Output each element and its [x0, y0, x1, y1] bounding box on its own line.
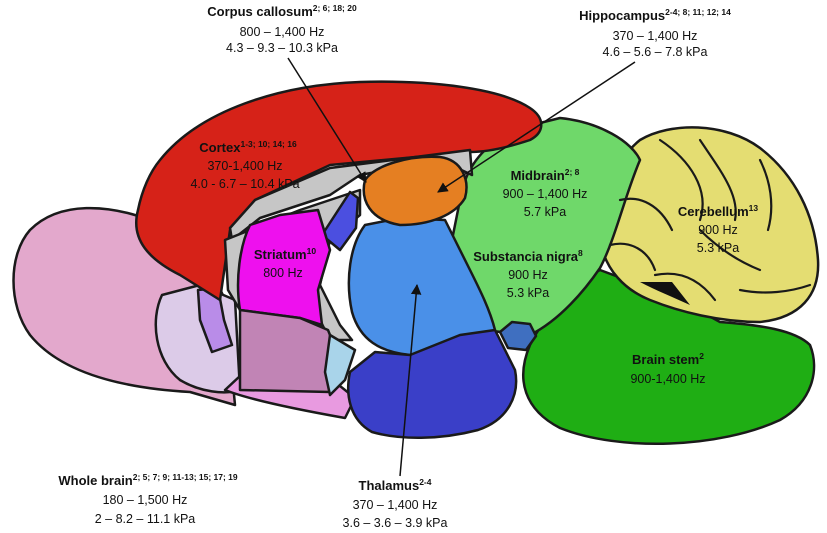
cerebellum-folds — [608, 138, 812, 302]
whole-brain-name: Whole brain — [58, 473, 132, 488]
brain-stem-refs: 2 — [699, 351, 704, 361]
cerebellum-shadow — [640, 282, 690, 305]
brain-stem-frequency: 900-1,400 Hz — [630, 372, 705, 386]
corpus-callosum-stiffness: 4.3 – 9.3 – 10.3 kPa — [226, 41, 338, 55]
substancia-nigra-stiffness: 5.3 kPa — [507, 286, 549, 300]
cortex-label: Cortex1-3; 10; 14; 16 370-1,400 Hz 4.0 -… — [190, 139, 299, 191]
svg-text:Thalamus2-4: Thalamus2-4 — [359, 477, 432, 493]
svg-text:Cerebellum13: Cerebellum13 — [678, 203, 759, 219]
striatum-name: Striatum — [254, 247, 307, 262]
striatum-label: Striatum10 800 Hz — [254, 246, 316, 280]
substancia-nigra-region — [498, 320, 538, 352]
substancia-nigra-label: Substancia nigra8 900 Hz 5.3 kPa — [473, 248, 583, 300]
septum-region — [320, 190, 360, 252]
corpus-callosum-frequency: 800 – 1,400 Hz — [240, 25, 325, 39]
hippocampus-label: Hippocampus2-4; 8; 11; 12; 14 370 – 1,40… — [579, 7, 731, 59]
svg-text:Cortex1-3; 10; 14; 16: Cortex1-3; 10; 14; 16 — [199, 139, 297, 155]
hippocampus-stiffness: 4.6 – 5.6 – 7.8 kPa — [603, 45, 708, 59]
cerebellum-refs: 13 — [749, 203, 759, 213]
corpus-callosum-refs: 2; 6; 18; 20 — [313, 3, 357, 13]
midbrain-label: Midbrain2; 8 900 – 1,400 Hz 5.7 kPa — [503, 167, 588, 219]
hippocampus-name: Hippocampus — [579, 8, 665, 23]
cortex-frequency: 370-1,400 Hz — [207, 159, 282, 173]
svg-text:Striatum10: Striatum10 — [254, 246, 316, 262]
cerebellum-name: Cerebellum — [678, 204, 749, 219]
cortex-name: Cortex — [199, 140, 241, 155]
midbrain-stiffness: 5.7 kPa — [524, 205, 566, 219]
cerebellum-frequency: 900 Hz — [698, 223, 738, 237]
whole-brain-refs: 2; 5; 7; 9; 11-13; 15; 17; 19 — [133, 472, 238, 482]
brain-stem-label: Brain stem2 900-1,400 Hz — [630, 351, 705, 386]
thalamus-refs: 2-4 — [419, 477, 432, 487]
thalamus-name: Thalamus — [359, 478, 420, 493]
cerebellum-stiffness: 5.3 kPa — [697, 241, 739, 255]
hippocampus-frequency: 370 – 1,400 Hz — [613, 29, 698, 43]
hippocampus-refs: 2-4; 8; 11; 12; 14 — [665, 7, 731, 17]
substancia-nigra-refs: 8 — [578, 248, 583, 258]
striatum-region — [236, 208, 332, 327]
brain-stem-name: Brain stem — [632, 352, 699, 367]
whole-brain-frequency: 180 – 1,500 Hz — [103, 493, 188, 507]
svg-text:Midbrain2; 8: Midbrain2; 8 — [511, 167, 580, 183]
svg-text:Brain stem2: Brain stem2 — [632, 351, 704, 367]
thalamus-frequency: 370 – 1,400 Hz — [353, 498, 438, 512]
light-blue-region — [323, 333, 357, 397]
whole-brain-stiffness: 2 – 8.2 – 11.1 kPa — [95, 512, 196, 526]
svg-text:Whole brain2; 5; 7; 9; 11-13;: Whole brain2; 5; 7; 9; 11-13; 15; 17; 19 — [58, 472, 238, 488]
cortex-region — [135, 80, 543, 302]
striatum-frequency: 800 Hz — [263, 266, 303, 280]
corpus-callosum-label: Corpus callosum2; 6; 18; 20 800 – 1,400 … — [207, 3, 357, 55]
midbrain-name: Midbrain — [511, 168, 565, 183]
hypothalamus-region — [346, 328, 518, 440]
svg-text:Corpus callosum2; 6; 18; 20: Corpus callosum2; 6; 18; 20 — [207, 3, 357, 19]
thalamus-stiffness: 3.6 – 3.6 – 3.9 kPa — [343, 516, 448, 530]
thalamus-label: Thalamus2-4 370 – 1,400 Hz 3.6 – 3.6 – 3… — [343, 477, 448, 530]
thalamus-region — [347, 216, 497, 357]
cortex-stiffness: 4.0 - 6.7 – 10.4 kPa — [190, 177, 299, 191]
substancia-nigra-frequency: 900 Hz — [508, 268, 548, 282]
svg-text:Hippocampus2-4; 8; 11; 12; 14: Hippocampus2-4; 8; 11; 12; 14 — [579, 7, 731, 23]
hippocampus-region — [362, 155, 468, 227]
corpus-callosum-name: Corpus callosum — [207, 4, 312, 19]
svg-text:Substancia nigra8: Substancia nigra8 — [473, 248, 583, 264]
midbrain-frequency: 900 – 1,400 Hz — [503, 187, 588, 201]
hippocampus-arrow — [437, 61, 636, 193]
striatum-refs: 10 — [307, 246, 317, 256]
thalamus-arrow — [399, 283, 422, 477]
substancia-nigra-name: Substancia nigra — [473, 249, 579, 264]
midbrain-refs: 2; 8 — [565, 167, 580, 177]
corpus-callosum-arrow — [287, 57, 367, 183]
whole-brain-label: Whole brain2; 5; 7; 9; 11-13; 15; 17; 19… — [58, 472, 238, 526]
cortex-refs: 1-3; 10; 14; 16 — [240, 139, 296, 149]
cerebellum-label: Cerebellum13 900 Hz 5.3 kPa — [678, 203, 759, 255]
